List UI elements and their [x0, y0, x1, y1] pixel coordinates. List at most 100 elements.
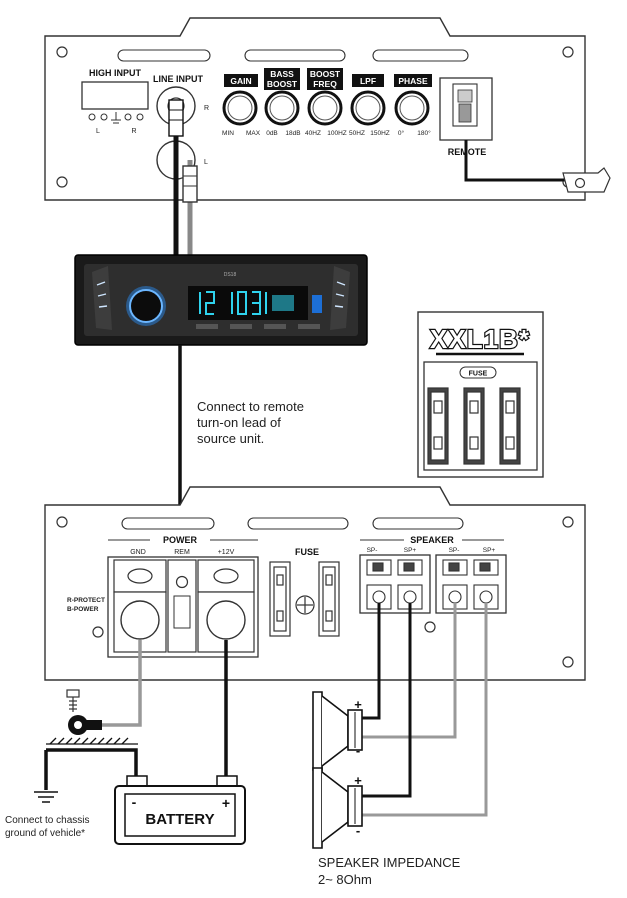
high-input-l: L: [96, 128, 100, 135]
line-input-label: LINE INPUT: [153, 74, 204, 84]
fuse-holder[interactable]: [463, 387, 485, 465]
fuse-holder[interactable]: [427, 387, 449, 465]
note-chassis-line1: Connect to chassis: [5, 815, 90, 826]
mount-hole: [56, 176, 68, 188]
vent-slot: [117, 49, 211, 62]
svg-text:50HZ: 50HZ: [349, 130, 365, 137]
amp-fuse[interactable]: [269, 561, 291, 637]
battery-minus: -: [132, 794, 137, 810]
high-input-connector[interactable]: [81, 81, 149, 110]
speaker-1: + -: [312, 691, 363, 771]
rem-label: REM: [174, 549, 190, 556]
mount-hole: [56, 46, 68, 58]
ground-wire: [44, 640, 142, 790]
knob-gain[interactable]: GAIN MIN MAX: [222, 74, 261, 137]
screw-icon: [295, 595, 315, 615]
note-remote-line3: source unit.: [197, 431, 264, 446]
vent-slot: [372, 517, 464, 530]
amp-fuse-label: FUSE: [295, 547, 319, 557]
sp-label-3: SP-: [449, 547, 460, 554]
ring-terminal-icon: [68, 715, 102, 735]
top-amp-panel: HIGH INPUT L R LINE INPUT R L GAIN MIN M…: [44, 17, 586, 201]
head-unit-brand: DS18: [224, 272, 237, 278]
fuse-box-model: XXL1B*: [430, 324, 530, 354]
mount-hole: [92, 626, 104, 638]
speaker-1-plus: +: [354, 697, 362, 712]
speaker-2-plus: +: [354, 773, 362, 788]
svg-text:LPF: LPF: [360, 76, 376, 86]
ground-icon: [34, 791, 58, 803]
fuse-box-xxl1b: XXL1B* FUSE: [417, 311, 544, 478]
sp-label-4: SP+: [483, 547, 496, 554]
svg-text:BOOST: BOOST: [310, 69, 341, 79]
bottom-amp-panel: POWER GND REM +12V R-PROTECT B-POWER FUS…: [44, 486, 586, 681]
sp-label-1: SP-: [367, 547, 378, 554]
battery: - + BATTERY: [114, 775, 246, 845]
speaker-2: + -: [312, 767, 363, 849]
rca-l-label: L: [204, 159, 208, 166]
sp-label-2: SP+: [404, 547, 417, 554]
svg-text:0dB: 0dB: [266, 130, 278, 137]
power-label: POWER: [163, 535, 198, 545]
speaker-2-minus: -: [356, 823, 360, 838]
preset-buttons[interactable]: [196, 324, 320, 329]
knob-bass-boost[interactable]: BASS BOOST 0dB 18dB: [264, 68, 301, 137]
mount-hole: [562, 656, 574, 668]
high-input-label: HIGH INPUT: [89, 68, 142, 78]
speaker-terminal[interactable]: [397, 559, 423, 610]
speaker-impedance-label: SPEAKER IMPEDANCE: [318, 855, 461, 870]
mount-hole: [562, 516, 574, 528]
rem-terminal[interactable]: [167, 559, 197, 653]
amp-fuse[interactable]: [318, 561, 340, 637]
plus12-terminal[interactable]: [197, 559, 255, 653]
svg-text:MIN: MIN: [222, 130, 234, 137]
battery-pos-post[interactable]: [216, 775, 238, 787]
vent-slot: [244, 49, 346, 62]
svg-text:BOOST: BOOST: [267, 79, 298, 89]
button-glow: [96, 281, 346, 308]
speaker-1-minus: -: [356, 743, 360, 758]
mount-hole: [424, 621, 436, 633]
gnd-terminal[interactable]: [113, 559, 167, 653]
battery-plus: +: [222, 795, 230, 811]
volume-knob[interactable]: [129, 289, 163, 323]
plus12-label: +12V: [218, 549, 235, 556]
fuse-holder[interactable]: [499, 387, 521, 465]
svg-text:GAIN: GAIN: [230, 76, 251, 86]
speaker-terminal[interactable]: [473, 559, 499, 610]
vent-slot: [372, 49, 469, 62]
note-remote-line1: Connect to remote: [197, 399, 304, 414]
vent-slot: [121, 517, 215, 530]
usb-port[interactable]: [312, 295, 322, 313]
svg-text:BASS: BASS: [270, 69, 294, 79]
high-input-r: R: [131, 128, 136, 135]
remote-wire-top: [464, 140, 611, 193]
battery-label: BATTERY: [145, 811, 214, 828]
chassis-ground-symbol: [46, 737, 138, 745]
svg-text:180°: 180°: [417, 129, 431, 137]
knob-phase[interactable]: PHASE 0° 180°: [394, 74, 432, 137]
knob-boost-freq[interactable]: BOOST FREQ 40HZ 100HZ: [305, 68, 347, 137]
mount-hole: [56, 516, 68, 528]
rca-r-label: R: [204, 105, 209, 112]
lcd-segments: [199, 291, 267, 315]
svg-text:40HZ: 40HZ: [305, 130, 321, 137]
speaker-wires: [362, 603, 488, 817]
speaker-terminal[interactable]: [442, 559, 468, 610]
gnd-label: GND: [130, 549, 146, 556]
fuse-box-fuse-label: FUSE: [469, 371, 488, 378]
speaker-impedance-value: 2~ 8Ohm: [318, 872, 372, 887]
note-remote-line2: turn-on lead of: [197, 415, 281, 430]
svg-text:0°: 0°: [398, 129, 405, 137]
svg-text:150HZ: 150HZ: [370, 130, 390, 137]
vent-slot: [247, 517, 349, 530]
b-power-label: B-POWER: [67, 606, 99, 613]
svg-text:MAX: MAX: [246, 130, 261, 137]
speaker-terminal[interactable]: [366, 559, 392, 610]
knob-lpf[interactable]: LPF 50HZ 150HZ: [349, 74, 390, 137]
head-unit: DS18: [74, 254, 368, 346]
screw-icon: [66, 689, 80, 712]
speaker-label: SPEAKER: [410, 535, 454, 545]
battery-neg-post[interactable]: [126, 775, 148, 787]
